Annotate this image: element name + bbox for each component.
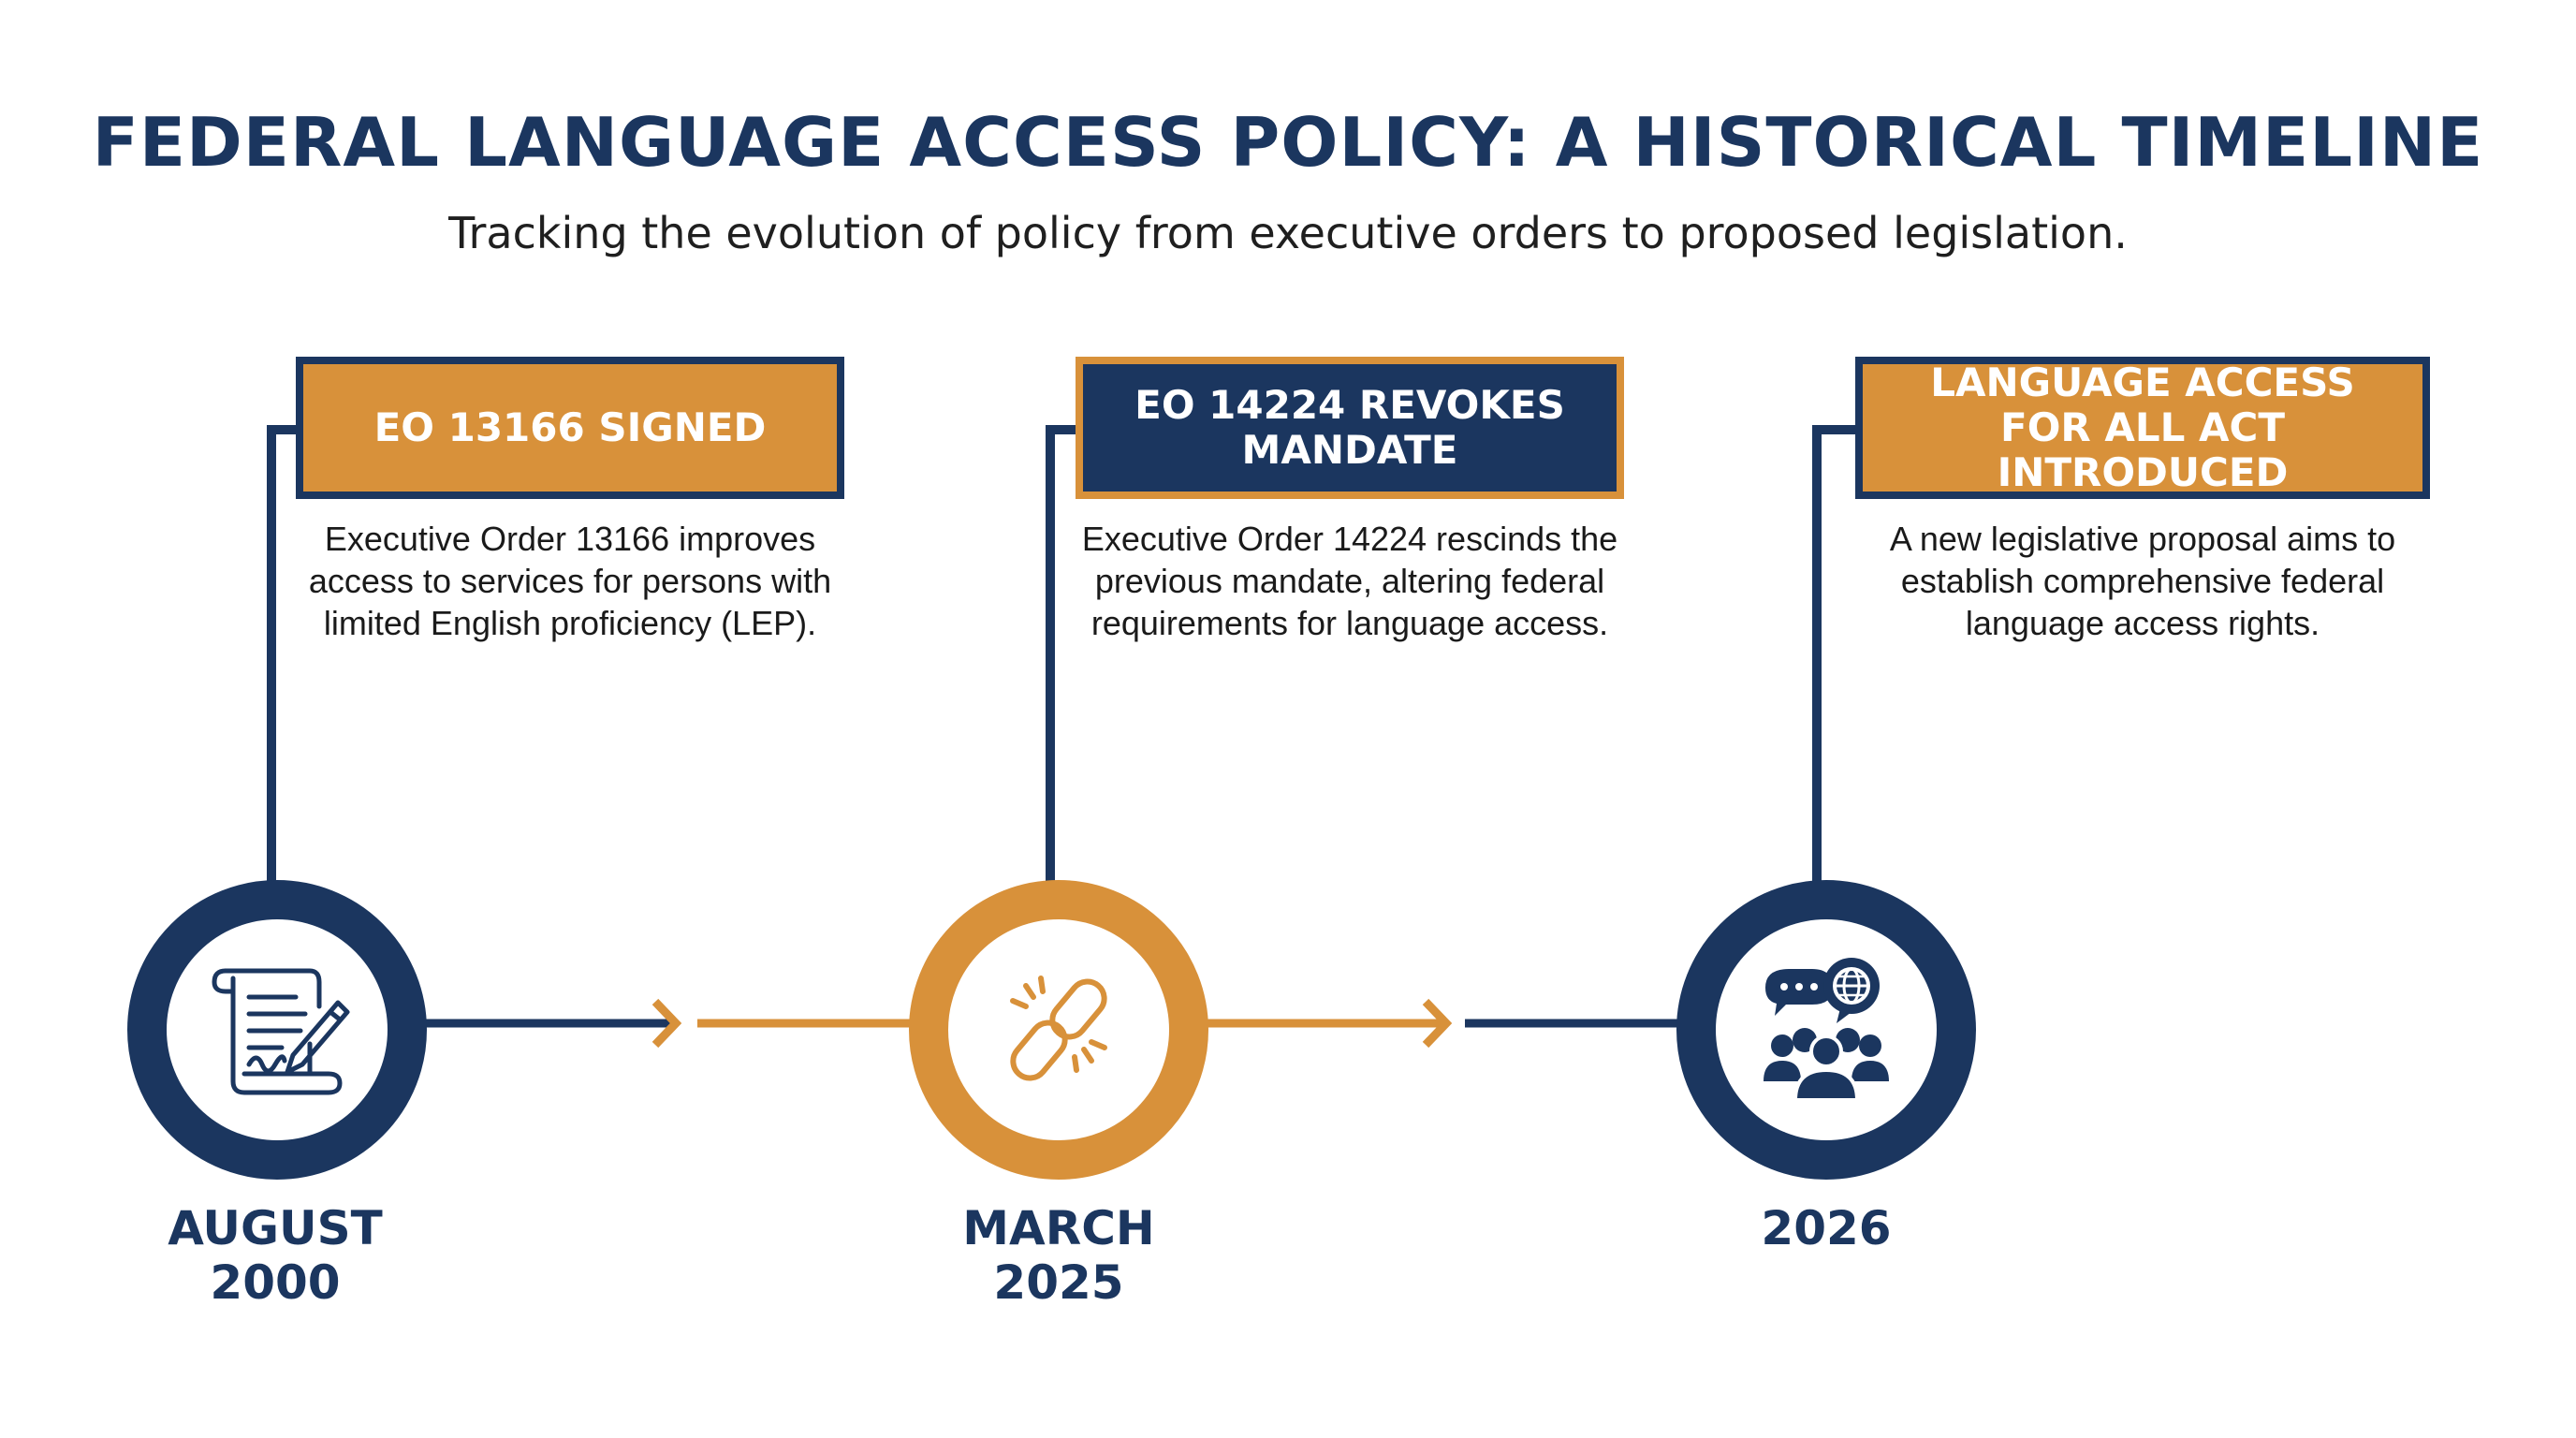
timeline-arrowhead-1 [651, 998, 682, 1049]
event-node-2 [909, 880, 1208, 1180]
community-language-icon [1764, 958, 1889, 1102]
connector-vertical-1 [267, 425, 276, 884]
page-title: FEDERAL LANGUAGE ACCESS POLICY: A HISTOR… [92, 103, 2484, 182]
connector-horizontal-1 [267, 425, 304, 434]
timeline-arrowhead-2 [1422, 998, 1453, 1049]
event-title-2: EO 14224 REVOKES MANDATE [1134, 382, 1565, 473]
connector-horizontal-3 [1812, 425, 1859, 434]
event-title-box-3: LANGUAGE ACCESS FOR ALL ACT INTRODUCED [1855, 357, 2430, 499]
event-date-2: MARCH 2025 [890, 1201, 1227, 1310]
event-title-3: LANGUAGE ACCESS FOR ALL ACT INTRODUCED [1930, 360, 2355, 495]
event-date-1-line1: AUGUST [168, 1201, 383, 1255]
event-title-box-2: EO 14224 REVOKES MANDATE [1076, 357, 1624, 499]
event-node-3 [1676, 880, 1976, 1180]
connector-horizontal-2 [1046, 425, 1083, 434]
event-title-box-1: EO 13166 SIGNED [296, 357, 844, 499]
event-date-3-line1: 2026 [1761, 1201, 1892, 1255]
event-date-1: AUGUST 2000 [107, 1201, 444, 1310]
connector-vertical-2 [1046, 425, 1055, 884]
event-description-1: Executive Order 13166 improves access to… [308, 520, 832, 642]
event-date-2-line2: 2025 [993, 1255, 1124, 1310]
event-title-1: EO 13166 SIGNED [373, 404, 767, 450]
event-description-2: Executive Order 14224 rescinds the previ… [1081, 520, 1618, 642]
event-title-box-3-inner: LANGUAGE ACCESS FOR ALL ACT INTRODUCED [1863, 360, 2422, 495]
connector-vertical-3 [1812, 425, 1822, 884]
signed-document-icon [212, 968, 350, 1095]
page-subtitle: Tracking the evolution of policy from ex… [448, 208, 2128, 258]
event-date-1-line2: 2000 [210, 1255, 341, 1310]
event-date-3: 2026 [1658, 1201, 1995, 1255]
broken-chain-icon [1010, 976, 1107, 1081]
event-date-2-line1: MARCH [962, 1201, 1155, 1255]
event-description-3: A new legislative proposal aims to estab… [1889, 520, 2396, 642]
event-node-1 [127, 880, 427, 1180]
